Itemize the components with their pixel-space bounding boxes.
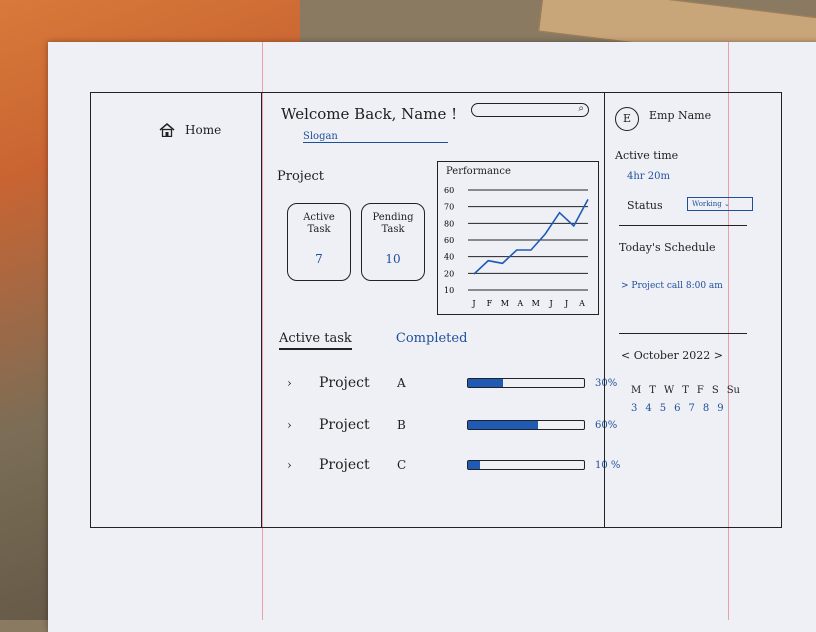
active-time-value: 4hr 20m <box>627 171 670 182</box>
progress-fill <box>468 461 480 469</box>
x-tick-label: F <box>487 299 493 308</box>
calendar-dates: 3 4 5 6 7 8 9 <box>631 403 724 414</box>
x-tick-label: J <box>471 299 475 308</box>
x-tick-label: J <box>549 299 553 308</box>
progress-percent: 10 % <box>595 459 621 471</box>
schedule-item[interactable]: > Project call 8:00 am <box>621 281 723 291</box>
active-time-label: Active time <box>615 149 679 162</box>
x-tick-label: M <box>501 299 509 308</box>
margin-line <box>728 42 729 620</box>
y-tick-label: 70 <box>444 203 454 212</box>
avatar[interactable]: E <box>615 107 639 131</box>
weekday: M <box>631 385 642 396</box>
list-item[interactable]: › Project C 10 % <box>287 457 620 473</box>
calendar-weekdays: M T W T F S Su <box>631 385 740 396</box>
task-tabs: Active task Completed <box>279 331 468 350</box>
project-name: Project <box>319 375 370 391</box>
weekday: W <box>663 385 675 396</box>
chevron-right-icon: › <box>287 418 292 432</box>
card-label: Task <box>381 224 405 235</box>
calendar-date[interactable]: 3 <box>631 403 638 414</box>
divider <box>619 333 747 334</box>
progress-bar <box>467 378 585 388</box>
search-input[interactable]: ⌕ <box>471 103 589 117</box>
search-icon: ⌕ <box>578 103 584 114</box>
card-label: Pending <box>372 212 414 223</box>
project-letter: A <box>397 376 406 390</box>
card-label: Task <box>307 224 331 235</box>
schedule-title: Today's Schedule <box>619 241 716 254</box>
calendar-date[interactable]: 4 <box>645 403 652 414</box>
tab-active-task[interactable]: Active task <box>279 331 352 350</box>
weekday: Su <box>726 385 740 396</box>
card-count: 7 <box>315 252 323 266</box>
paper-sheet <box>48 42 816 632</box>
list-item[interactable]: › Project A 30% <box>287 375 617 391</box>
project-letter: B <box>397 418 406 432</box>
project-letter: C <box>397 458 407 472</box>
card-label: Active <box>303 212 335 223</box>
status-label: Status <box>627 199 663 212</box>
weekday: T <box>649 385 656 396</box>
tab-completed[interactable]: Completed <box>395 331 468 346</box>
card-count: 10 <box>385 252 401 266</box>
y-tick-label: 60 <box>444 236 454 245</box>
project-name: Project <box>319 457 370 473</box>
divider <box>619 225 747 226</box>
sidebar-item-label: Home <box>185 123 222 137</box>
progress-fill <box>468 421 538 429</box>
status-value: Working <box>692 200 722 208</box>
list-item[interactable]: › Project B 60% <box>287 417 617 433</box>
calendar-date[interactable]: 7 <box>688 403 695 414</box>
calendar-date[interactable]: 9 <box>717 403 724 414</box>
slogan: Slogan <box>303 131 448 143</box>
progress-percent: 30% <box>595 377 618 389</box>
chart-title: Performance <box>446 166 511 177</box>
x-tick-label: A <box>516 299 523 308</box>
welcome-heading: Welcome Back, Name ! <box>281 105 458 123</box>
y-tick-label: 20 <box>444 269 454 278</box>
weekday: S <box>711 385 719 396</box>
employee-name: Emp Name <box>649 109 712 122</box>
calendar-date[interactable]: 6 <box>674 403 681 414</box>
calendar-month-nav[interactable]: < October 2022 > <box>621 349 723 362</box>
weekday: F <box>696 385 704 396</box>
progress-percent: 60% <box>595 419 618 431</box>
status-dropdown[interactable]: Working ⌄ <box>687 197 753 211</box>
y-tick-label: 10 <box>444 286 454 295</box>
project-name: Project <box>319 417 370 433</box>
home-icon <box>159 123 175 137</box>
chevron-right-icon: › <box>287 458 292 472</box>
sidebar-item-home[interactable]: Home <box>159 123 221 137</box>
series-line <box>473 198 589 275</box>
y-tick-label: 80 <box>444 219 454 228</box>
x-tick-label: A <box>578 299 585 308</box>
sidebar: Home <box>91 93 262 527</box>
progress-fill <box>468 379 503 387</box>
progress-bar <box>467 460 585 470</box>
x-tick-label: M <box>532 299 540 308</box>
chevron-right-icon: › <box>287 376 292 390</box>
calendar-date[interactable]: 8 <box>702 403 710 414</box>
section-title-project: Project <box>277 169 325 184</box>
progress-bar <box>467 420 585 430</box>
profile-panel: E Emp Name Active time 4hr 20m Status Wo… <box>604 93 781 527</box>
y-tick-label: 60 <box>444 186 454 195</box>
y-tick-label: 40 <box>444 253 454 262</box>
calendar-date[interactable]: 5 <box>659 403 667 414</box>
margin-line <box>262 42 263 620</box>
dashboard-frame: Home Welcome Back, Name ! Slogan ⌕ Proje… <box>90 92 782 528</box>
x-tick-label: J <box>564 299 568 308</box>
weekday: T <box>682 385 689 396</box>
